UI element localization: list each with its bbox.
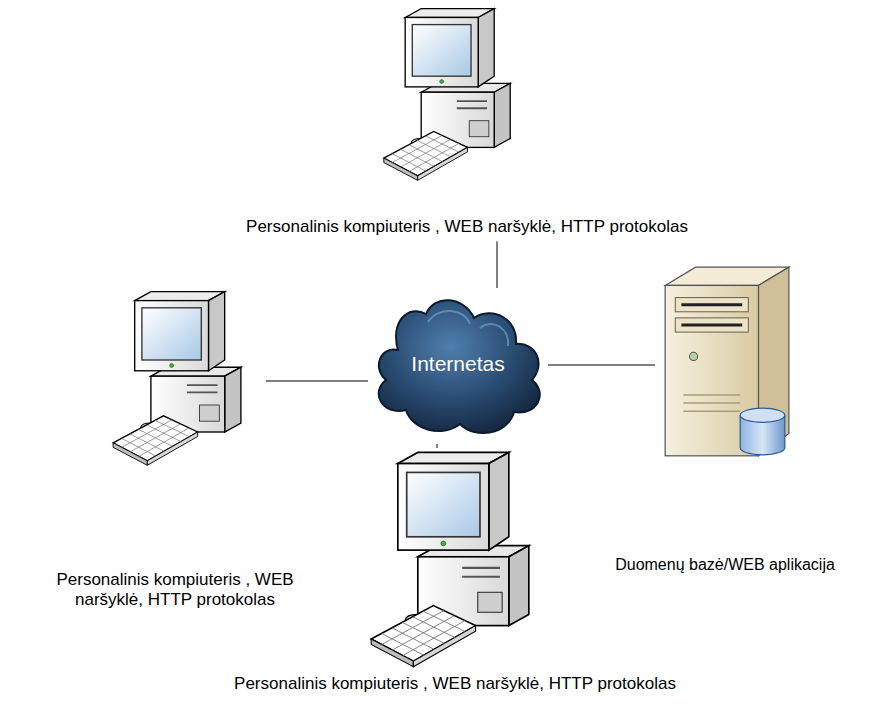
pc-drawing	[371, 452, 529, 666]
node-caption: Duomenų bazė/WEB aplikacija	[615, 555, 835, 574]
server: Duomenų bazė/WEB aplikacija	[655, 263, 797, 461]
network-link	[437, 444, 438, 448]
client-pc: Personalinis kompiuteris , WEB naršyklė,…	[366, 448, 534, 670]
pc-icon	[366, 448, 534, 670]
network-link	[548, 365, 655, 366]
pc-drawing	[113, 292, 241, 466]
cloud-highlight	[428, 311, 508, 346]
node-caption: Personalinis kompiuteris , WEB naršyklė,…	[25, 570, 325, 611]
server-icon	[655, 263, 797, 461]
client-pc: Personalinis kompiuteris , WEB naršyklė,…	[372, 5, 522, 183]
node-caption: Personalinis kompiuteris , WEB naršyklė,…	[246, 217, 688, 237]
node-caption: Personalinis kompiuteris , WEB naršyklė,…	[234, 674, 676, 694]
client-pc: Personalinis kompiuteris , WEB naršyklė,…	[88, 288, 266, 468]
network-link	[266, 381, 368, 382]
pc-icon	[372, 5, 522, 183]
pc-icon	[88, 288, 266, 468]
network-link	[497, 241, 498, 288]
node-label: Internetas	[368, 288, 548, 440]
pc-drawing	[384, 9, 510, 181]
internet-cloud: Internetas	[368, 288, 548, 440]
server-drawing	[665, 267, 789, 456]
